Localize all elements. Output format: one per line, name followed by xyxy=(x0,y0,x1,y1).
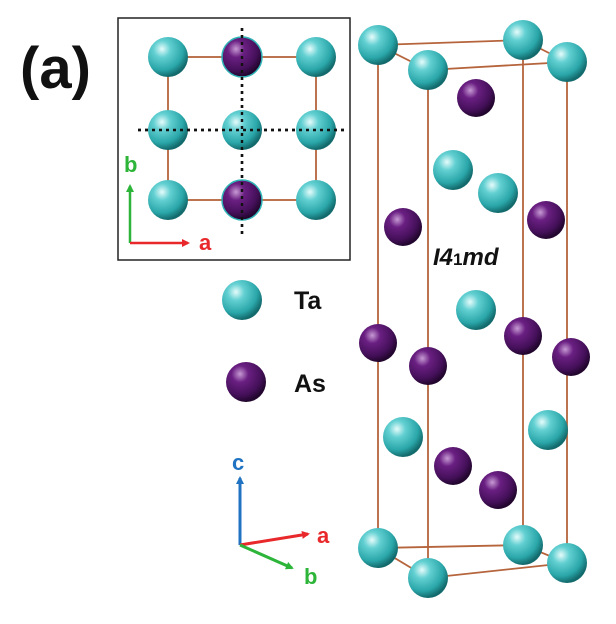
atom-ta xyxy=(383,417,423,457)
axis-a-label: a xyxy=(317,523,330,548)
legend-ta-swatch xyxy=(222,280,262,320)
atom-as xyxy=(552,338,590,376)
inset-axis-a-label: a xyxy=(199,230,212,255)
space-group-suffix: md xyxy=(462,244,499,271)
atom-as xyxy=(527,201,565,239)
inset-atom-ta xyxy=(296,37,336,77)
inset-atom-ta xyxy=(148,180,188,220)
atom-ta xyxy=(528,410,568,450)
legend-ta-label: Ta xyxy=(294,287,322,315)
atom-ta xyxy=(456,290,496,330)
atom-ta xyxy=(503,20,543,60)
space-group-prefix: I4 xyxy=(433,244,453,271)
legend: Ta As xyxy=(222,280,326,402)
atom-ta xyxy=(358,528,398,568)
unit-cell: I41md xyxy=(358,20,590,598)
axis-b-label: b xyxy=(304,564,317,589)
inset-atom-ta xyxy=(296,180,336,220)
atom-ta xyxy=(478,173,518,213)
atom-ta xyxy=(408,558,448,598)
legend-as-label: As xyxy=(294,370,326,398)
atom-as xyxy=(384,208,422,246)
inset-atom-ta xyxy=(222,110,262,150)
atom-ta xyxy=(547,543,587,583)
panel-label: (a) xyxy=(20,36,91,101)
inset-top-view: b a xyxy=(117,17,351,261)
atom-as xyxy=(479,471,517,509)
axis-a-arrow xyxy=(239,531,310,547)
axis-c-label: c xyxy=(232,450,244,475)
atom-ta xyxy=(503,525,543,565)
atom-as xyxy=(504,317,542,355)
atom-as xyxy=(457,79,495,117)
inset-atom-as xyxy=(221,179,263,221)
space-group-label: I41md xyxy=(433,244,500,271)
inset-atom-ta xyxy=(148,37,188,77)
space-group-subscript: 1 xyxy=(453,250,462,269)
axis-b-arrow xyxy=(239,543,294,570)
atom-as xyxy=(409,347,447,385)
inset-axis-b-label: b xyxy=(124,152,137,177)
atom-ta xyxy=(433,150,473,190)
main-axes: c a b xyxy=(232,450,330,589)
atom-ta xyxy=(547,42,587,82)
atom-ta xyxy=(408,50,448,90)
legend-as-swatch xyxy=(226,362,266,402)
atom-as xyxy=(359,324,397,362)
atom-ta xyxy=(358,25,398,65)
atom-as xyxy=(434,447,472,485)
